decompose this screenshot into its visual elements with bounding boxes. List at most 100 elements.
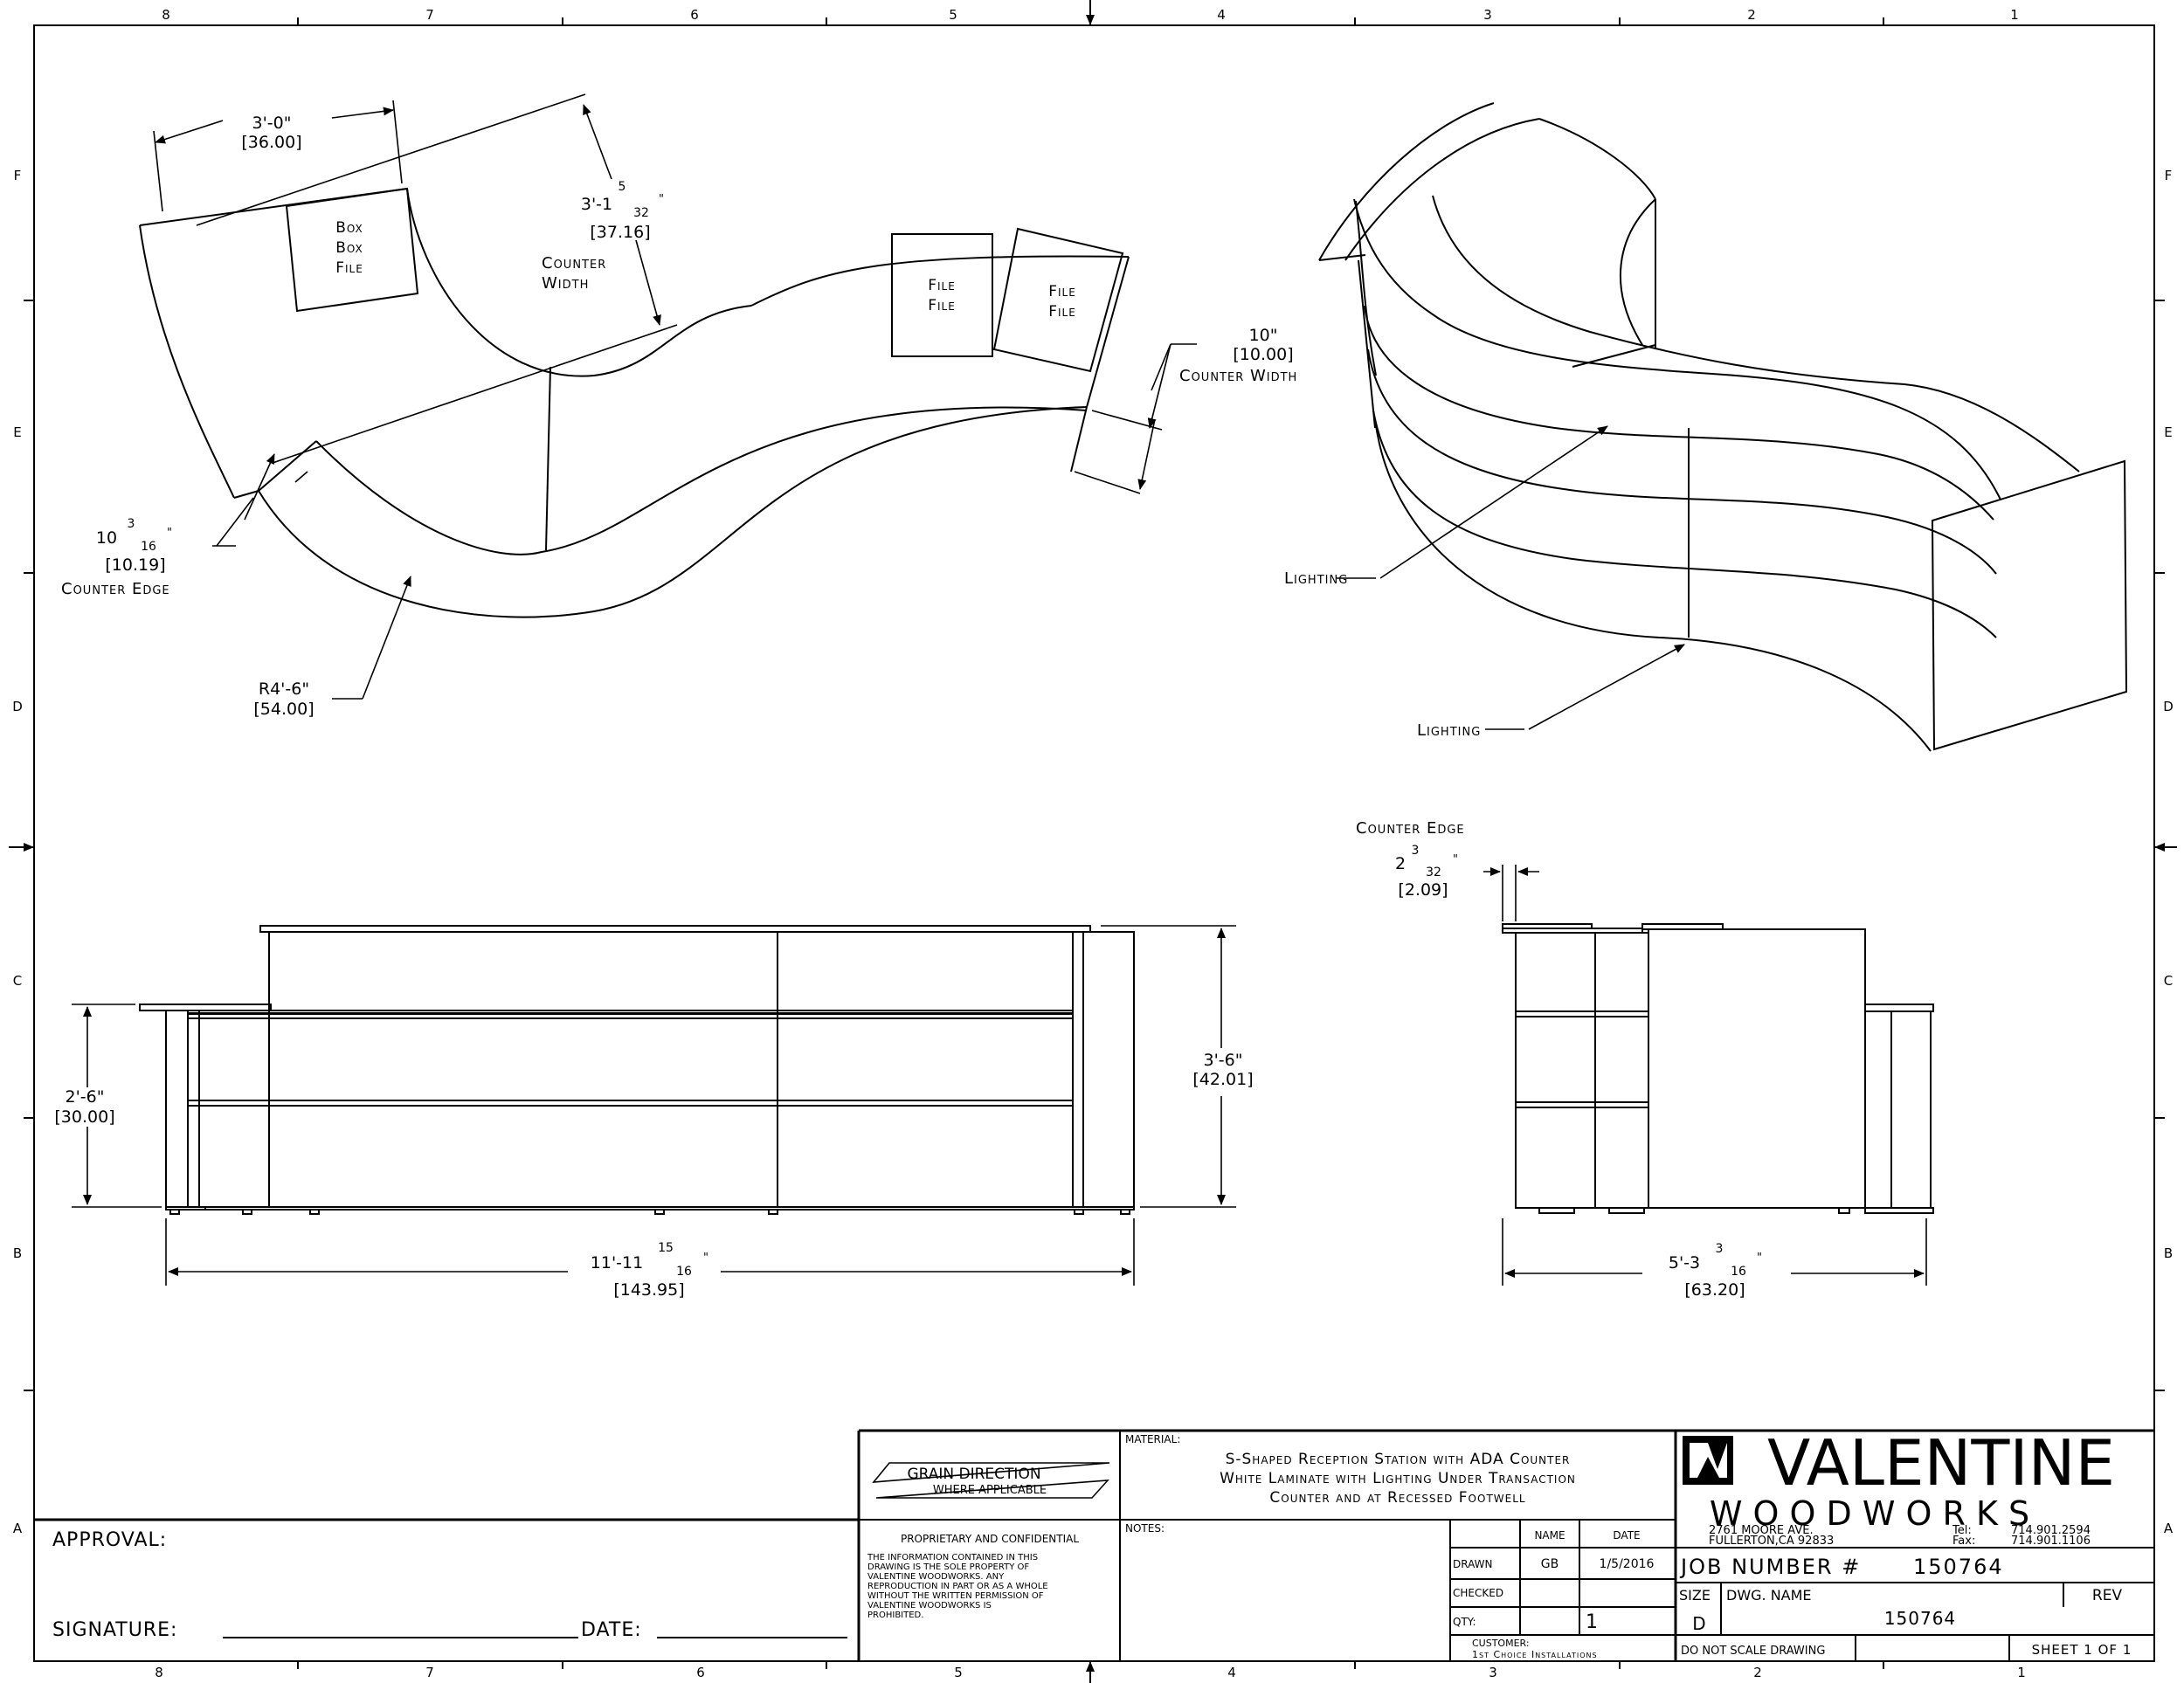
dim-36-ft: 3'-0" — [252, 114, 292, 133]
counter-width-label: Width — [542, 274, 589, 293]
dim-6320-mark: " — [1757, 1252, 1762, 1265]
zone-col-bottom: 8 — [155, 1665, 163, 1680]
dim-1019-num: 3 — [128, 517, 135, 531]
dim-209-num: 3 — [1412, 844, 1420, 858]
zone-labels: 8 7 6 5 4 3 2 1 8 7 6 5 4 3 2 1 F E D C … — [12, 7, 2174, 1680]
dim-10-label: Counter Width — [1179, 367, 1297, 385]
side-elevation: Counter Edge 2 3 32 " [2.09] 5'-3 3 16 "… — [1356, 819, 1934, 1300]
customer-value: 1st Choice Installations — [1472, 1649, 1598, 1660]
rev-label: REV — [2092, 1587, 2123, 1604]
company-line2: W O O D W O R K S — [1710, 1494, 2029, 1533]
box-box-file-label: Box — [335, 219, 363, 237]
file-file-label-1: File — [928, 297, 956, 314]
plan-counter-inner — [315, 406, 1088, 555]
zone-row-right: F — [2165, 168, 2173, 183]
customer-label: CUSTOMER: — [1472, 1638, 1530, 1649]
grain-direction: GRAIN DIRECTION — [907, 1466, 1040, 1483]
file-file-label-1: File — [928, 277, 956, 294]
plan-rear-curve — [750, 255, 1130, 307]
zone-row-right: B — [2164, 1245, 2173, 1261]
checked-label: CHECKED — [1453, 1587, 1503, 1599]
dim-6320-in: [63.20] — [1684, 1280, 1745, 1300]
lighting-label-2: Lighting — [1417, 721, 1481, 740]
isometric-view: Lighting Lighting — [1284, 102, 2128, 752]
dwg-name: 150764 — [1884, 1608, 1956, 1629]
notes-label: NOTES: — [1125, 1522, 1165, 1535]
qty-label: QTY: — [1453, 1616, 1476, 1628]
proprietary-line: VALENTINE WOODWORKS IS — [867, 1601, 992, 1611]
do-not-scale: DO NOT SCALE DRAWING — [1681, 1645, 1825, 1658]
zone-row-right: D — [2163, 699, 2174, 714]
dim-30-in: [30.00] — [54, 1107, 114, 1127]
zone-col-bottom: 1 — [2017, 1665, 2026, 1680]
job-number-label: JOB NUMBER # — [1679, 1555, 1861, 1579]
size-label: SIZE — [1679, 1587, 1711, 1604]
iso-end-panel — [1931, 459, 2128, 751]
drawn-name: GB — [1541, 1557, 1559, 1571]
zone-col-bottom: 5 — [954, 1665, 963, 1680]
dwg-name-label: DWG. NAME — [1726, 1587, 1812, 1604]
dim-10-in: [10.00] — [1233, 345, 1293, 364]
zone-row-left: A — [13, 1521, 23, 1536]
zone-row-left: B — [13, 1245, 22, 1261]
dim-3716-num: 5 — [619, 180, 626, 194]
dim-3716-mark: " — [659, 193, 664, 206]
where-applicable: WHERE APPLICABLE — [933, 1484, 1047, 1497]
valentine-logo-mark — [1683, 1436, 1733, 1485]
approval-label: APPROVAL: — [52, 1529, 167, 1551]
zone-col-bottom: 2 — [1753, 1665, 1762, 1680]
file-file-label-2: File — [1048, 283, 1076, 300]
dim-6320-num: 3 — [1716, 1242, 1724, 1256]
box-box-file-label: File — [335, 259, 363, 277]
dim-3716-in: [37.16] — [590, 223, 650, 242]
plan-outer-edge — [139, 224, 235, 499]
zone-row-right: C — [2164, 973, 2173, 989]
box-box-file-cabinet — [285, 187, 419, 313]
proprietary-line: PROHIBITED. — [867, 1611, 923, 1620]
zone-col-bottom: 4 — [1227, 1665, 1236, 1680]
proprietary-line: DRAWING IS THE SOLE PROPERTY OF — [867, 1562, 1029, 1572]
plan-back-curve — [406, 188, 752, 377]
zone-col-bottom: 7 — [425, 1665, 434, 1680]
front-elevation: 2'-6" [30.00] 3'-6" [42.01] 11'-11 15 16… — [54, 925, 1254, 1300]
side-edge-label: Counter Edge — [1356, 819, 1465, 838]
zone-row-left: D — [12, 699, 23, 714]
drawn-date: 1/5/2016 — [1600, 1557, 1655, 1571]
proprietary-line: VALENTINE WOODWORKS. ANY — [867, 1572, 1005, 1582]
fax-value: 714.901.1106 — [2011, 1535, 2091, 1548]
tel-label: Tel: — [1952, 1524, 1972, 1537]
company-line1: VALENTINE — [1767, 1426, 2115, 1500]
dim-30-ft: 2'-6" — [66, 1087, 105, 1107]
dim-143-in: [143.95] — [613, 1280, 684, 1300]
box-box-file-label: Box — [335, 239, 363, 257]
zone-col-top: 1 — [2010, 7, 2019, 23]
drawn-label: DRAWN — [1453, 1558, 1493, 1570]
dim-1019-den: 16 — [141, 540, 156, 554]
sheet-border — [9, 0, 2177, 1683]
file-file-cabinet-1 — [891, 233, 993, 357]
dim-6320-ft: 5'-3 — [1669, 1253, 1700, 1273]
grain-direction-arrow — [872, 1462, 1110, 1483]
dim-209-den: 32 — [1426, 866, 1441, 879]
address-2: FULLERTON,CA 92833 — [1709, 1535, 1834, 1548]
material-line: Counter and at Recessed Footwell — [1269, 1489, 1525, 1507]
col-date: DATE — [1613, 1529, 1640, 1542]
proprietary-title: PROPRIETARY AND CONFIDENTIAL — [901, 1533, 1079, 1545]
zone-col-bottom: 6 — [696, 1665, 705, 1680]
plan-counter-outer — [258, 406, 1088, 618]
size-value: D — [1692, 1613, 1705, 1634]
material-label: MATERIAL: — [1125, 1433, 1180, 1445]
zone-row-left: E — [13, 424, 21, 440]
plan-view: 3'-0" [36.00] 3'-1 5 32 " [37.16] 10" [1… — [61, 93, 1297, 719]
file-file-cabinet-2 — [992, 227, 1124, 373]
counter-width-label: Counter — [542, 254, 606, 272]
tel-value: 714.901.2594 — [2011, 1524, 2091, 1537]
zone-row-right: E — [2164, 424, 2172, 440]
dim-1019-in: [10.19] — [105, 555, 165, 575]
dim-42-ft: 3'-6" — [1204, 1051, 1243, 1070]
zone-col-top: 7 — [425, 7, 434, 23]
address-1: 2761 MOORE AVE. — [1709, 1524, 1814, 1537]
dim-143-num: 15 — [658, 1241, 674, 1255]
fax-label: Fax: — [1952, 1535, 1975, 1548]
